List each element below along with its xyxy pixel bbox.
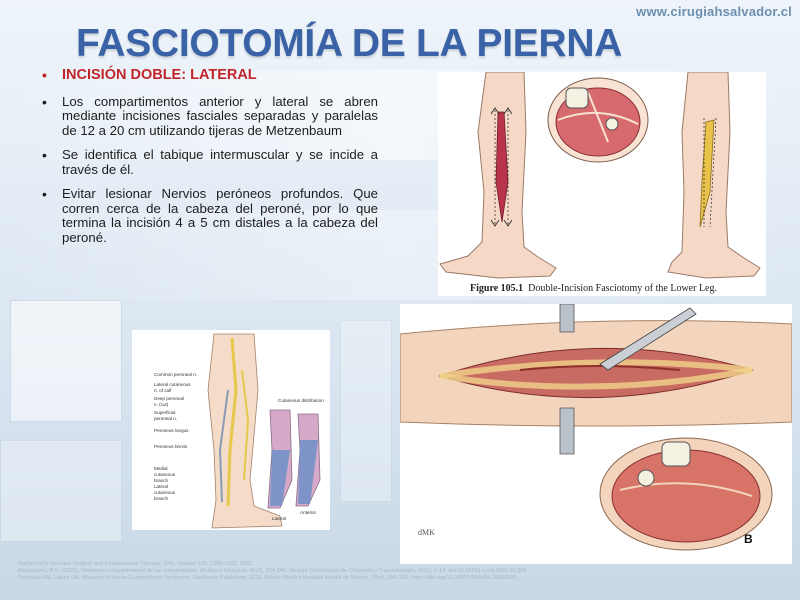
background-window: [340, 320, 392, 502]
bullet-dot: •: [42, 186, 47, 202]
bullet-dot: •: [42, 147, 47, 163]
label-peroneus-brevis: Peroneus brevis: [154, 444, 188, 449]
label-superficial-peroneal: Superficial: [154, 410, 176, 415]
label-superficial-peroneal-2: peroneal n.: [154, 416, 177, 421]
label-deep-peroneal-2: n. (cut): [154, 402, 169, 407]
bullet-dot: •: [42, 93, 47, 110]
bullet-heading: • INCISIÓN DOBLE: LATERAL: [38, 68, 378, 83]
reference-line: Torlincasi AM, Lopez RA, Waseem M. Acute…: [18, 575, 517, 581]
figure-label-b: B: [744, 532, 753, 546]
bullet-item: • Se identifica el tabique intermuscular…: [38, 147, 378, 177]
reference-line: Alaezquero, R.E. (2021). Síndrome compar…: [18, 568, 527, 574]
figure-caption-text: Double-Incision Fasciotomy of the Lower …: [528, 283, 717, 294]
surgical-illustration: [400, 304, 792, 551]
label-common-peroneal: Common peroneal n.: [154, 372, 197, 377]
label-anterior: Anterior: [300, 510, 317, 515]
figure-legs-incision: [438, 72, 766, 296]
references: Rutherford's Vascular Surgery and Endova…: [18, 561, 788, 582]
bullet-text: Los compartimentos anterior y lateral se…: [62, 93, 378, 138]
figure-surgical-incision: dMK B: [400, 304, 792, 564]
figure-number: Figure 105.1: [470, 283, 524, 294]
bullet-dot: •: [42, 67, 47, 83]
bullet-item: • Los compartimentos anterior y lateral …: [38, 93, 378, 139]
background-window: [10, 300, 122, 422]
label-lateral-cutaneous-2: n. of calf: [154, 388, 172, 393]
legs-illustration: [439, 72, 761, 279]
label-cutaneous-distribution: Cutaneous distribution: [278, 398, 324, 403]
label-lateral-branch-3: branch: [154, 496, 169, 501]
label-lateral-cutaneous: Lateral cutaneous: [154, 382, 191, 387]
label-deep-peroneal: Deep peroneal: [154, 396, 185, 401]
label-medial-cutaneous-2: cutaneous: [154, 472, 176, 477]
bullet-list: • INCISIÓN DOBLE: LATERAL • Los comparti…: [38, 68, 378, 245]
label-medial-cutaneous-3: branch: [154, 478, 169, 483]
nerve-illustration: [207, 333, 321, 529]
label-lateral-branch-2: cutaneous: [154, 490, 176, 495]
background-window: [0, 440, 122, 542]
label-lateral-branch: Lateral: [154, 484, 169, 489]
reference-line: Rutherford's Vascular Surgery and Endova…: [18, 561, 253, 567]
label-peroneus-longus: Peroneus longus: [154, 428, 189, 433]
label-lateral: Lateral: [272, 516, 287, 521]
slide-title: FASCIOTOMÍA DE LA PIERNA: [76, 22, 623, 65]
website-url: www.cirugiahsalvador.cl: [636, 4, 792, 19]
bullet-text: Se identifica el tabique intermuscular y…: [62, 147, 378, 177]
label-medial-cutaneous: Medial: [154, 466, 168, 471]
figure-peroneal-nerve: Common peroneal n. Lateral cutaneous n. …: [132, 330, 330, 530]
figure-caption: Figure 105.1 Double-Incision Fasciotomy …: [470, 283, 770, 294]
bullet-text: Evitar lesionar Nervios peróneos profund…: [62, 186, 378, 245]
bullet-heading-text: INCISIÓN DOBLE: LATERAL: [62, 67, 257, 83]
artist-signature: dMK: [418, 528, 435, 537]
bullet-item: • Evitar lesionar Nervios peróneos profu…: [38, 186, 378, 245]
